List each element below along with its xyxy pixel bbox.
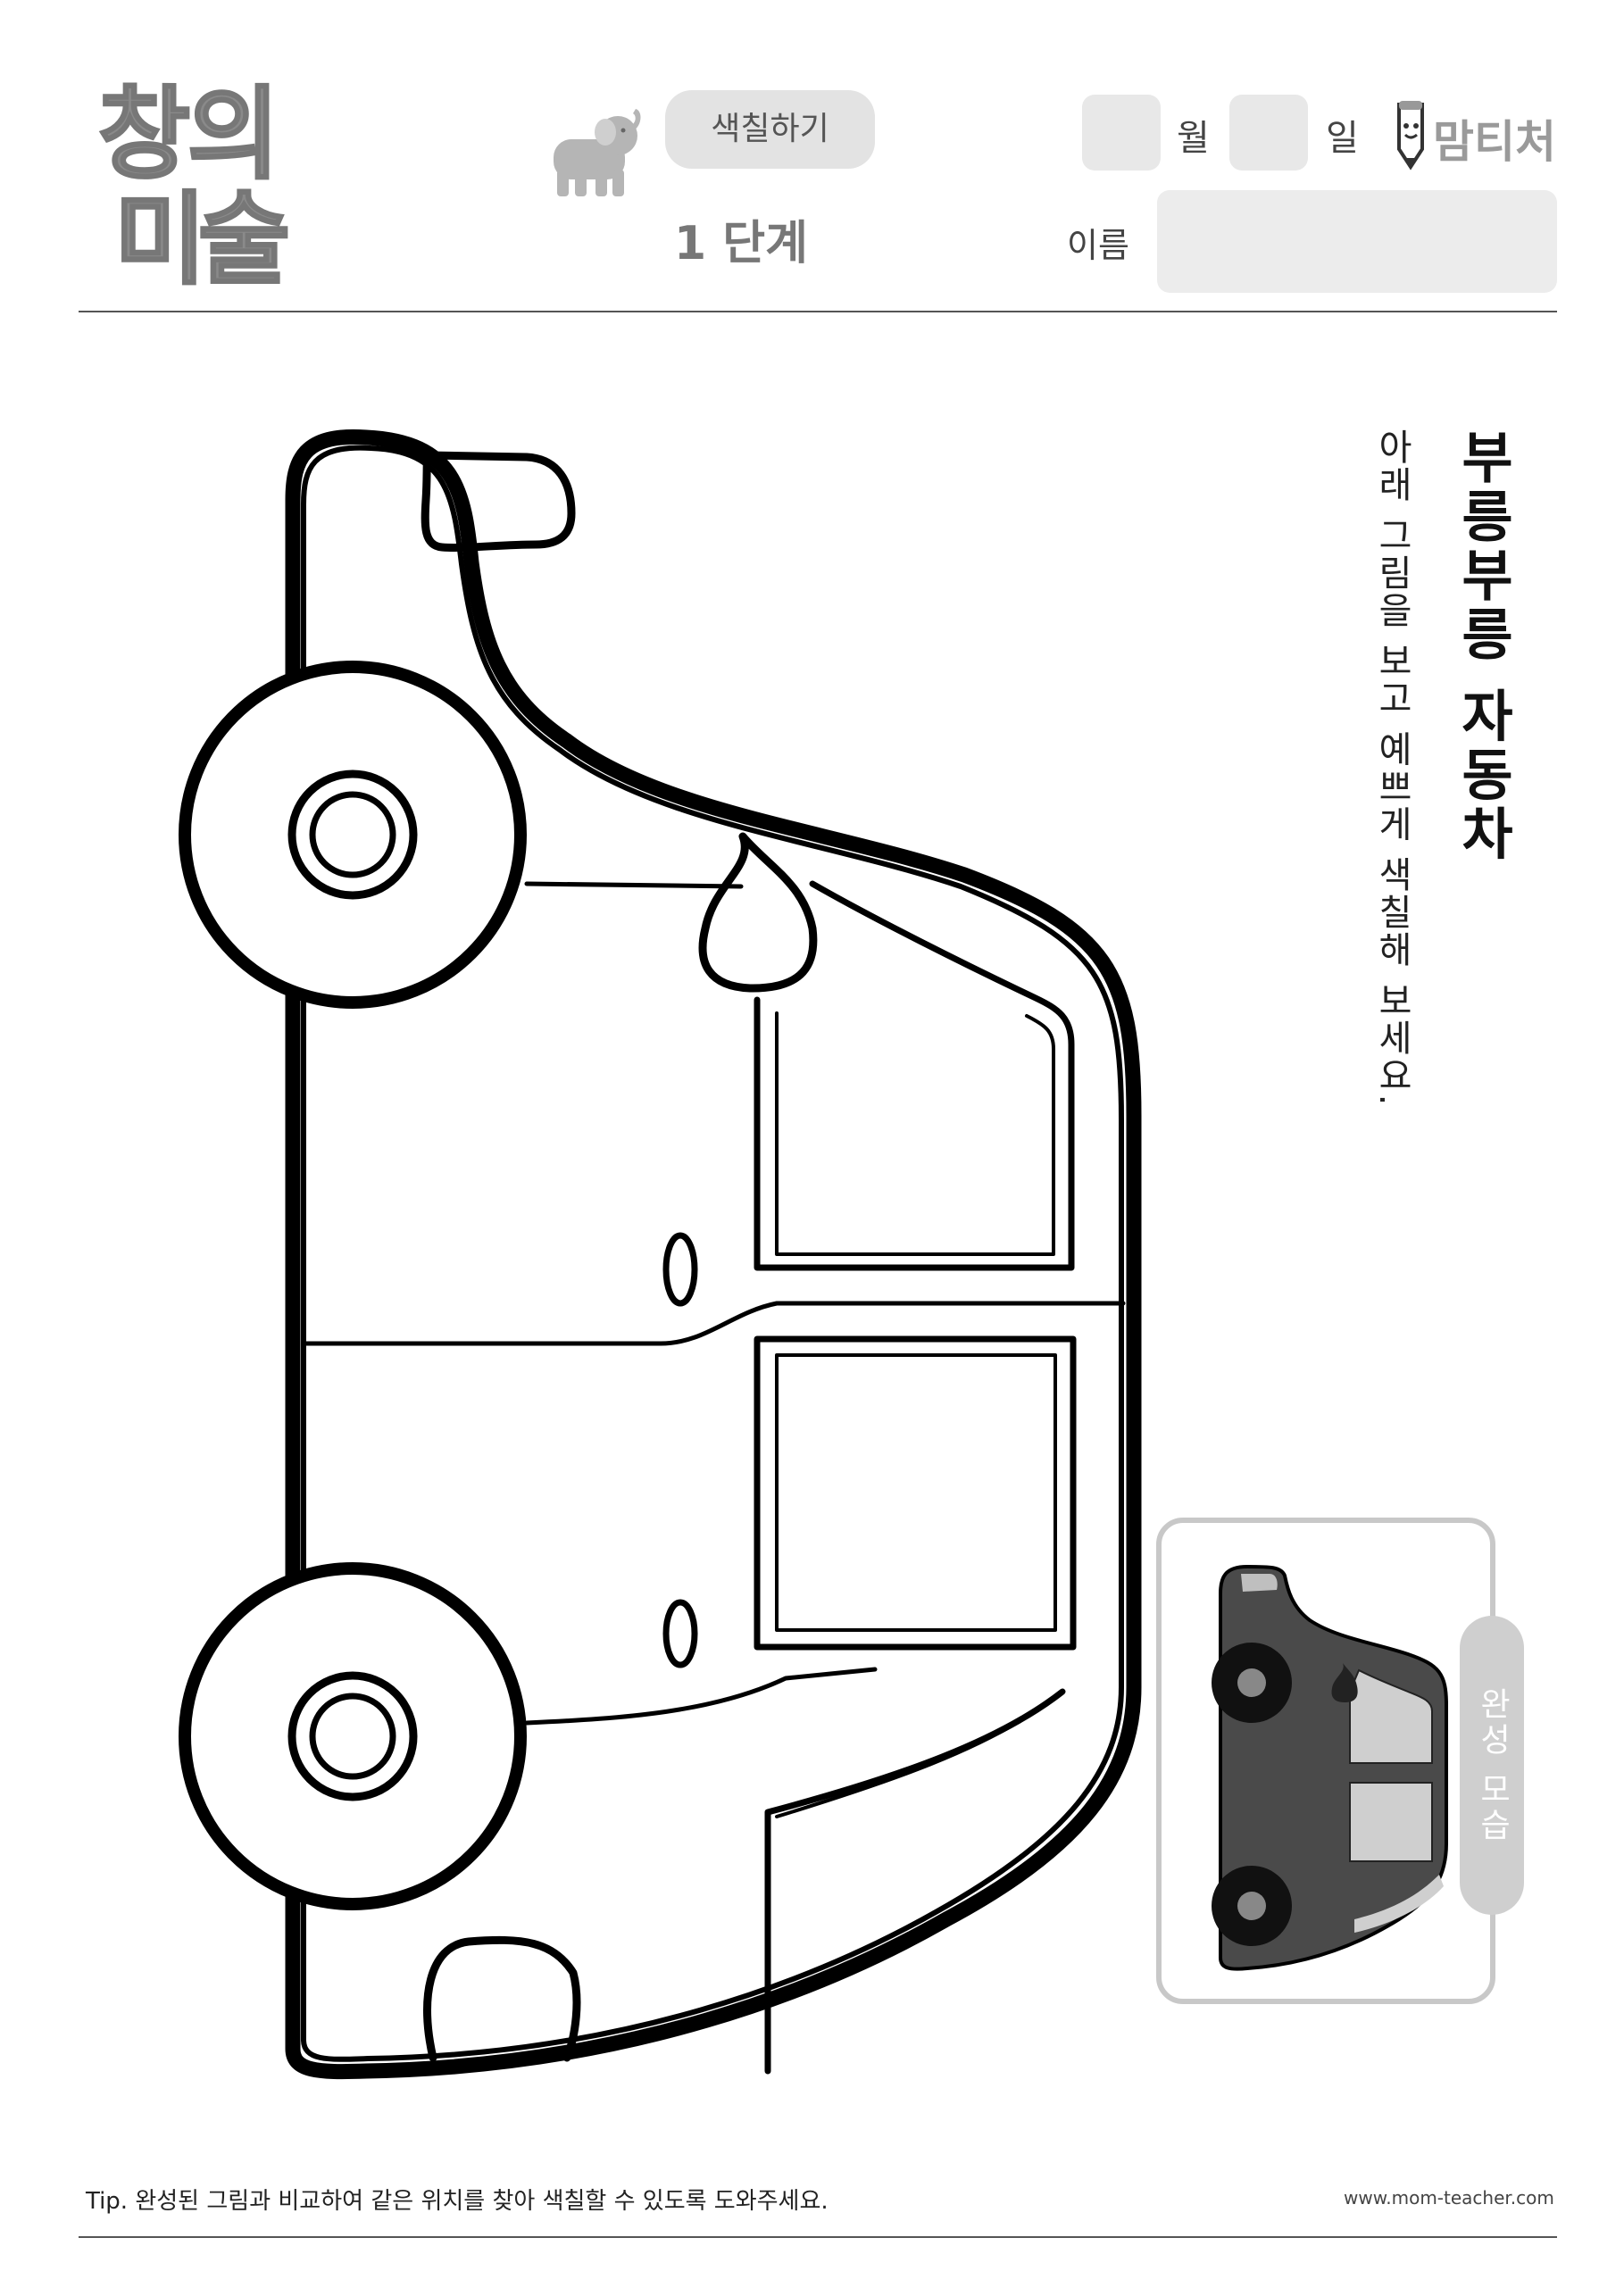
door-handle-lower [662,1599,698,1668]
preview-window-lower [1349,1782,1433,1862]
brand-name: 맘티처 [1433,116,1556,168]
upper-door [754,880,1075,1271]
car-body-outline [285,428,1142,2080]
pencil-mascot-icon [1397,101,1424,171]
name-label: 이름 [1067,226,1129,265]
brand-logo: 맘티처 [1388,94,1567,174]
elephant-icon [554,109,641,196]
wheel-top [179,661,527,1009]
axle-line-bottom [524,1667,878,1726]
logo: 창 의 미 술 [96,77,291,299]
upper-door-inner [775,1011,1055,1256]
top-headlight [421,451,576,552]
worksheet-instruction: 아래 그림을 보고 예쁘게 색칠해 보세요. [1371,428,1412,1108]
preview-rear-panel [1354,1875,1444,1933]
car-body-inner [301,445,1124,2062]
worksheet-title: 부릉부릉 자동차 [1450,428,1515,864]
name-field[interactable] [1157,190,1557,293]
preview-mirror [1331,1663,1358,1702]
footer-tip: Tip. 완성된 그림과 비교하여 같은 위치를 찾아 색칠할 수 있도록 도와… [86,2188,829,2215]
wheel-bottom [179,1562,527,1910]
preview-wheel-top [1212,1643,1292,1723]
logo-char: 미 [112,182,207,298]
door-handle-upper [662,1232,698,1307]
side-mirror [698,832,818,993]
rear-panel-inner [775,1703,1046,1818]
footer-url[interactable]: www.mom-teacher.com [1344,2187,1554,2209]
preview-top-light [1241,1574,1278,1592]
activity-bubble: 색칠하기 [665,90,875,169]
logo-char: 의 [186,77,280,193]
logo-char: 술 [196,182,291,298]
preview-wheel-bottom [1212,1866,1292,1946]
header-divider [79,311,1557,312]
month-label: 월 [1177,118,1210,159]
completed-car-preview [1212,1564,1448,1971]
lower-window [754,1335,1077,1651]
day-label: 일 [1326,118,1359,159]
bottom-headlight [423,1935,581,2062]
day-field[interactable] [1229,95,1308,171]
preview-window-upper [1349,1668,1433,1764]
lower-window-inner [775,1353,1057,1632]
level-label: 1 단계 [674,217,808,270]
preview-label-tag: 완성 모습 [1460,1616,1524,1915]
body-seam [301,1301,1126,1346]
footer-divider [79,2236,1557,2238]
axle-line-top [524,881,744,889]
logo-char: 창 [96,77,191,193]
month-field[interactable] [1082,95,1161,171]
preview-label: 완성 모습 [1474,1686,1511,1844]
car-coloring-outline[interactable] [161,420,1152,2089]
